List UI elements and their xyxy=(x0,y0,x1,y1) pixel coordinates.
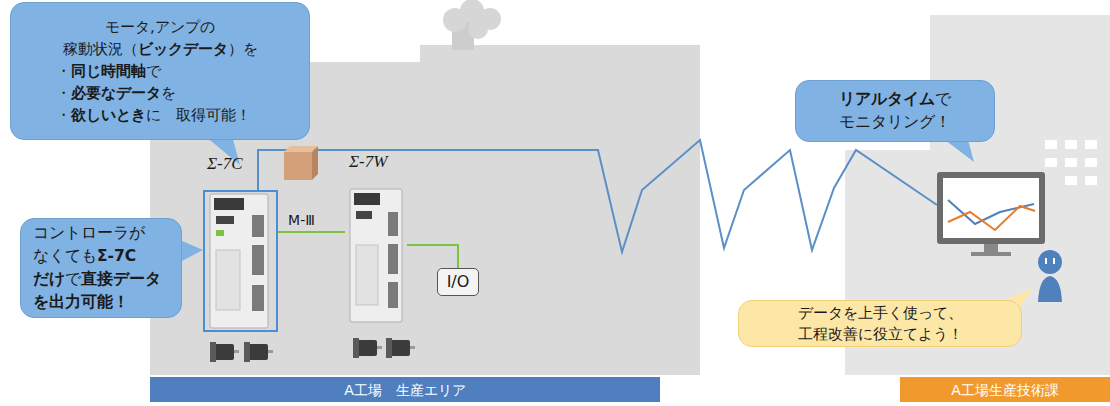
box-text: コントローラが なくてもΣ-7C だけで直接データ を出力可能！ xyxy=(33,222,169,314)
area-band: A工場 生産エリア xyxy=(150,377,660,402)
servo-motor xyxy=(244,342,273,362)
monitor xyxy=(937,172,1045,256)
box-text: A工場生産技術課 xyxy=(951,381,1059,399)
servo-amplifier xyxy=(210,194,268,328)
servo-amp-box: Σ-7C xyxy=(203,190,278,332)
bold-run: Σ-7C xyxy=(97,247,136,265)
bold-run: ビックデータ xyxy=(138,40,228,58)
model-label: Σ-7C xyxy=(207,154,243,174)
servo-motor xyxy=(386,338,415,358)
callout-box: モータ,アンプの 稼動状況（ビックデータ）を・同じ時間軸で・必要なデータを・欲し… xyxy=(10,2,310,140)
bold-run: 必要なデータ xyxy=(71,84,161,102)
callout-tail xyxy=(180,240,203,262)
box-text: A工場 生産エリア xyxy=(344,381,466,399)
box-text: リアルタイムで モニタリング！ xyxy=(808,88,982,134)
smoke-cloud xyxy=(443,0,501,39)
building-windows xyxy=(1045,140,1097,185)
area-band: A工場生産技術課 xyxy=(900,377,1110,402)
bold-run: 同じ時間軸 xyxy=(71,62,146,80)
bus-line xyxy=(278,231,345,233)
io-box: I/O xyxy=(437,268,479,296)
box-text: ・必要なデータを xyxy=(23,82,297,104)
box-text: ・同じ時間軸で xyxy=(23,60,297,82)
servo-amp-box: Σ-7W xyxy=(345,186,407,326)
servo-motor xyxy=(353,338,382,358)
bus-label: M-Ⅲ xyxy=(288,212,315,228)
callout-tail xyxy=(945,140,974,162)
bus-line xyxy=(407,245,458,268)
servo-amplifier xyxy=(350,189,402,322)
callout-box: コントローラが なくてもΣ-7C だけで直接データ を出力可能！ xyxy=(20,218,182,318)
box-text: I/O xyxy=(447,272,470,292)
bold-run: だけ xyxy=(33,270,65,288)
model-label: Σ-7W xyxy=(349,152,387,172)
box-text: データを上手く使って、 工程改善に役立てよう！ xyxy=(751,303,1009,345)
box-text: ・欲しいときに 取得可能！ xyxy=(23,104,297,126)
gateway-box xyxy=(284,146,318,180)
callout-box: リアルタイムで モニタリング！ xyxy=(795,80,995,142)
servo-motor xyxy=(210,342,239,362)
bold-run: 直接データ xyxy=(81,270,161,288)
box-text: モータ,アンプの 稼動状況（ビックデータ）を xyxy=(23,16,297,60)
bold-run: を出力可能！ xyxy=(33,293,129,311)
bold-run: リアルタイム xyxy=(839,90,935,108)
person-icon xyxy=(1038,250,1062,302)
bold-run: 欲しいとき xyxy=(71,106,146,124)
callout-box: データを上手く使って、 工程改善に役立てよう！ xyxy=(738,300,1022,347)
